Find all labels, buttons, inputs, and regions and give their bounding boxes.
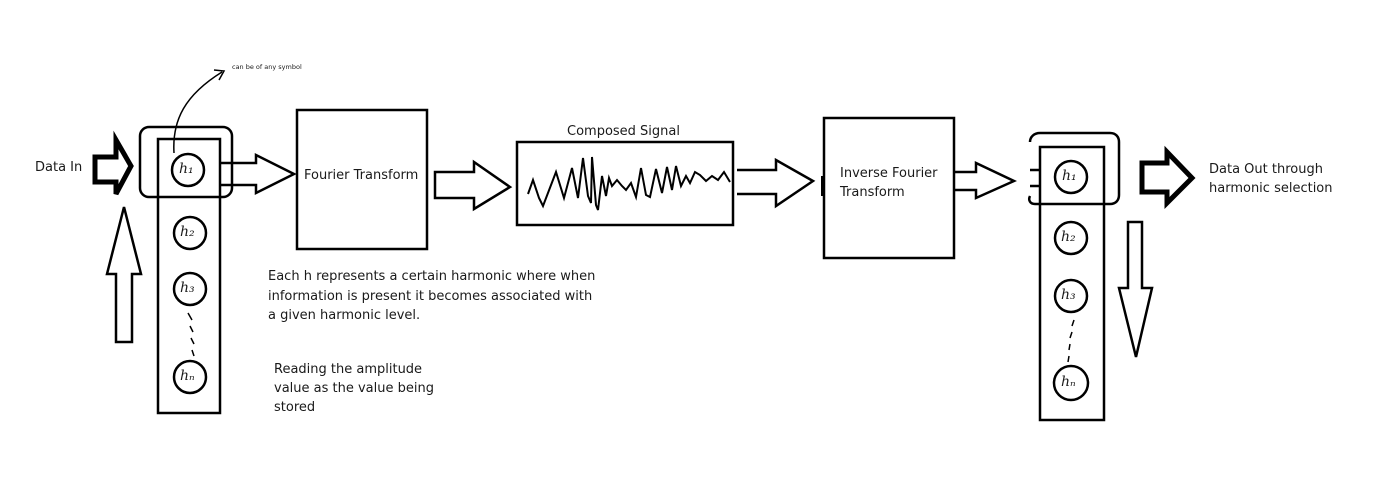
annotation-arrow — [173, 71, 223, 154]
note-amplitude-line2: value as the value being — [274, 381, 434, 396]
harmonic-symbol-h2-out: h₂ — [1061, 229, 1076, 245]
data-out-label-line1: Data Out through — [1209, 162, 1323, 177]
harmonic-symbol-h2-in: h₂ — [180, 224, 195, 240]
inverse-fourier-box — [822, 116, 956, 260]
harmonic-symbol-h1-out: h₁ — [1062, 168, 1077, 184]
down-arrow-right — [1117, 220, 1154, 358]
harmonic-circle-h2-in — [172, 215, 208, 251]
harmonic-circle-hn-in — [172, 359, 208, 395]
arrow-to-fourier — [220, 152, 297, 196]
selection-highlight-out — [1027, 131, 1121, 206]
harmonic-symbol-hn-in: hₙ — [180, 368, 195, 384]
arrow-to-signal — [433, 159, 513, 212]
note-amplitude-line1: Reading the amplitude — [274, 362, 423, 377]
harmonic-column-out — [1038, 145, 1106, 422]
annotation-arrowhead — [213, 69, 226, 81]
harmonic-circle-h1-out — [1053, 159, 1089, 195]
harmonic-symbol-h1-in: h₁ — [179, 161, 194, 177]
inverse-fourier-label-line2: Transform — [840, 185, 905, 200]
harmonic-circle-h3-out — [1053, 278, 1089, 314]
harmonic-circle-h1-in — [170, 152, 206, 188]
note-harmonics-line3: a given harmonic level. — [268, 308, 421, 323]
arrow-to-harmonic-out — [954, 161, 1017, 200]
data-in-arrow — [92, 130, 134, 196]
harmonic-symbol-h3-out: h₃ — [1061, 287, 1076, 303]
arrow-to-inverse — [737, 157, 816, 209]
inverse-fourier-label-line1: Inverse Fourier — [840, 166, 938, 181]
composed-signal-label: Composed Signal — [567, 124, 680, 139]
fourier-transform-box — [295, 108, 429, 251]
harmonic-symbol-hn-out: hₙ — [1061, 374, 1076, 390]
harmonic-symbol-h3-in: h₃ — [180, 280, 195, 296]
composed-signal-box — [515, 140, 735, 227]
composed-signal-waveform — [527, 156, 731, 211]
note-harmonics-line2: information is present it becomes associ… — [268, 289, 593, 304]
data-in-label: Data In — [35, 160, 83, 175]
harmonic-circle-h2-out — [1053, 220, 1089, 256]
fourier-transform-label: Fourier Transform — [304, 168, 419, 183]
up-arrow-left — [105, 206, 143, 344]
harmonic-circle-hn-out — [1052, 364, 1090, 402]
harmonic-circle-h3-in — [172, 271, 208, 307]
ellipsis-dots-in — [187, 312, 195, 357]
harmonic-column-in — [156, 137, 222, 415]
note-harmonics-line1: Each h represents a certain harmonic whe… — [268, 269, 596, 284]
note-amplitude-line3: stored — [274, 400, 316, 415]
ellipsis-dots-out — [1067, 319, 1075, 363]
annotation-label: can be of any symbol — [232, 63, 302, 71]
data-out-arrow — [1139, 145, 1196, 210]
data-out-label-line2: harmonic selection — [1209, 181, 1333, 196]
